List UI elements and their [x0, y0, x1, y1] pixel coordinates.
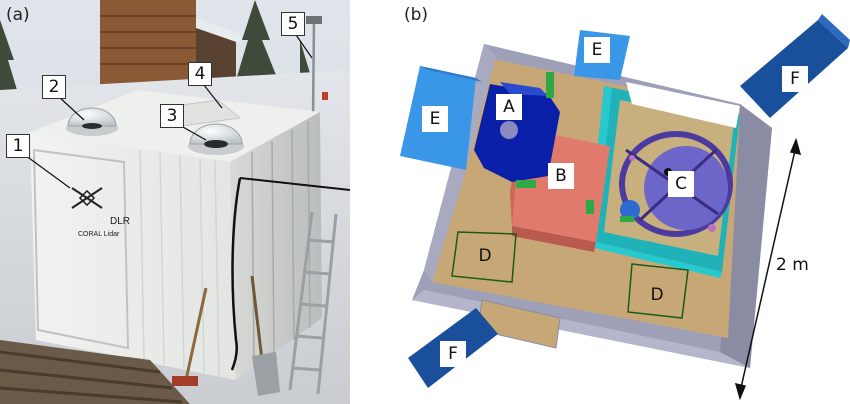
- callout-2: 2: [42, 75, 66, 99]
- callout-3: 3: [160, 104, 184, 128]
- logo-subtitle: CORAL Lidar: [78, 231, 120, 238]
- callout-1: 1: [6, 134, 30, 158]
- dlr-logo: DLR CORAL Lidar: [71, 187, 130, 238]
- label-b: B: [548, 163, 574, 189]
- ladder: [288, 211, 338, 395]
- telescope-ring: [619, 131, 733, 237]
- shovel-blade: [252, 352, 280, 396]
- scale-label: 2 m: [776, 255, 809, 275]
- label-e2: E: [584, 37, 610, 63]
- callout-4: 4: [188, 62, 212, 86]
- callout-5: 5: [281, 12, 305, 36]
- panel-a-label: (a): [6, 5, 30, 25]
- container-front-wall: [30, 132, 236, 380]
- floor-marker-d2: [627, 263, 689, 319]
- panel-b-label: (b): [404, 5, 429, 25]
- broom-handle: [184, 287, 208, 381]
- external-cable: [239, 177, 351, 191]
- roof-opening: [626, 82, 740, 128]
- broom-head: [172, 376, 198, 386]
- scale-arrow: [734, 137, 802, 401]
- container-door: [32, 148, 130, 350]
- label-f2: F: [440, 341, 466, 367]
- label-e1: E: [422, 106, 448, 132]
- wooden-hut: [100, 0, 242, 92]
- label-d1: D: [478, 246, 492, 266]
- label-d2: D: [650, 285, 664, 305]
- rack-a-port: [500, 121, 518, 139]
- label-a: A: [496, 94, 522, 120]
- cad-panel-b: [400, 14, 850, 401]
- logo-brand: DLR: [110, 216, 130, 227]
- wooden-pallet: [0, 340, 190, 404]
- dome-2: [66, 107, 118, 136]
- shovel-handle: [250, 275, 264, 361]
- photo-panel-a: DLR CORAL Lidar: [0, 0, 351, 404]
- floor-marker-d1: [451, 231, 517, 283]
- label-c: C: [668, 171, 694, 197]
- power-cable: [230, 177, 242, 371]
- rack-a: [474, 72, 560, 188]
- label-f1: F: [782, 66, 808, 92]
- dome-3: [188, 123, 244, 155]
